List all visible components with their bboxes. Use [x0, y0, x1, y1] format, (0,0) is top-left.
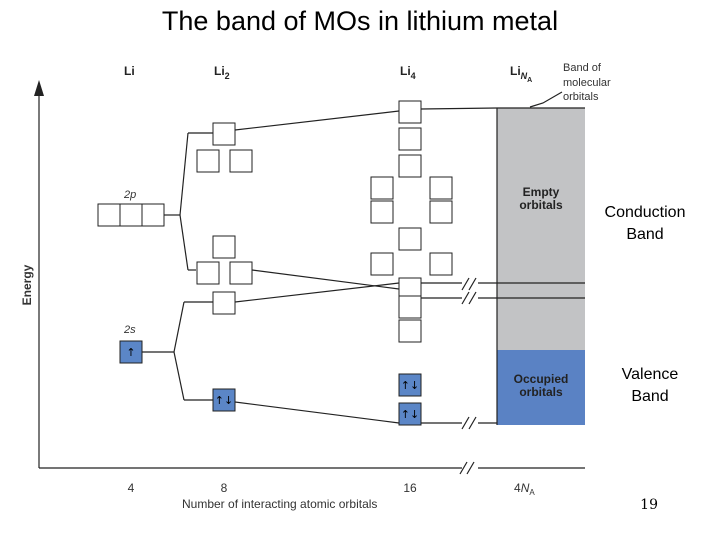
tick-16: 16: [403, 481, 417, 495]
li4-box-9: [370, 252, 394, 276]
conduction-band-label-line1: Conduction: [604, 204, 686, 221]
li4-box-1: [398, 100, 422, 124]
li4-box-12: [398, 295, 422, 319]
energy-axis-arrow: [34, 80, 44, 96]
col-header-li2: Li2: [214, 64, 230, 81]
break-mark-s-2: [468, 291, 477, 305]
empty-band-label-1: Empty: [523, 185, 560, 199]
li2-box-sigma-star-s: [212, 291, 236, 315]
empty-band: [497, 108, 585, 350]
li2-box-pi-2: [229, 261, 253, 285]
connector-top-band: [420, 107, 498, 110]
tick-8: 8: [221, 481, 228, 495]
li4-box-5: [429, 176, 453, 200]
fan-2p-up: [179, 132, 189, 216]
li4-electron-pair-2: ↑↓: [401, 408, 419, 421]
li2-box-pi-1: [196, 261, 220, 285]
valence-band-label: Valence Band: [600, 364, 700, 408]
page-title: The band of MOs in lithium metal: [161, 6, 559, 36]
electron-single: ↑: [126, 346, 135, 359]
col-header-li4: Li4: [400, 64, 416, 81]
li4-box-7: [429, 200, 453, 224]
li4-box-8: [398, 227, 422, 251]
connector-s-bottom: [234, 401, 400, 424]
empty-band-label-2: orbitals: [519, 198, 563, 212]
li4-electron-pair-1: ↑↓: [401, 379, 419, 392]
li2-box-sigma-s: [212, 388, 236, 412]
li4-box-13: [398, 319, 422, 343]
li4-box-10: [429, 252, 453, 276]
break-mark-sb-1: [461, 416, 470, 430]
orbital-box-2p-3: [141, 203, 165, 227]
col-header-li: Li: [124, 64, 135, 78]
break-mark-sb-2: [468, 416, 477, 430]
valence-band-label-line1: Valence: [621, 366, 679, 383]
axis-break-1: [459, 461, 468, 475]
li4-box-4: [370, 176, 394, 200]
conduction-band-label-line2: Band: [626, 226, 664, 243]
page-number: 19: [640, 497, 658, 513]
fan-2s-up: [173, 301, 185, 353]
energy-axis-label: Energy: [20, 264, 34, 305]
li2-box-pi-star-2: [229, 149, 253, 173]
orbital-label-2p: 2p: [123, 189, 136, 201]
x-axis-label: Number of interacting atomic orbitals: [182, 497, 377, 511]
connector-s-top: [234, 282, 400, 303]
li4-box-2: [398, 127, 422, 151]
li4-box-filled-1: [398, 373, 422, 397]
occupied-band: [497, 350, 585, 425]
li4-box-6: [370, 200, 394, 224]
tick-4na: 4NA: [514, 481, 535, 497]
valence-band-label-line2: Band: [631, 388, 669, 405]
band-label-pointer: [529, 91, 563, 108]
li2-electron-pair: ↑↓: [215, 394, 233, 407]
axis-break-2: [466, 461, 475, 475]
connector-top: [234, 110, 400, 131]
conduction-band-label: Conduction Band: [590, 202, 700, 246]
li2-box-top: [212, 122, 236, 146]
band-label-line1: Band of: [563, 62, 602, 74]
orbital-box-2p-2: [119, 203, 143, 227]
tick-4: 4: [128, 481, 135, 495]
orbital-label-2s: 2s: [123, 324, 136, 336]
break-mark-s-1: [461, 291, 470, 305]
band-label-line3: orbitals: [563, 91, 599, 103]
occupied-band-label-2: orbitals: [519, 385, 563, 399]
li2-box-sigma-p: [212, 235, 236, 259]
col-header-lina: LiNA: [510, 64, 532, 84]
occupied-band-label-1: Occupied: [514, 372, 569, 386]
fan-2s-down: [173, 351, 185, 401]
li2-box-pi-star-1: [196, 149, 220, 173]
li4-box-3: [398, 154, 422, 178]
break-mark-p-2: [468, 277, 477, 291]
fan-2p-down: [179, 214, 189, 271]
band-label-line2: molecular: [563, 77, 611, 89]
li4-box-filled-2: [398, 402, 422, 426]
break-mark-p-1: [461, 277, 470, 291]
orbital-box-2p-1: [97, 203, 121, 227]
